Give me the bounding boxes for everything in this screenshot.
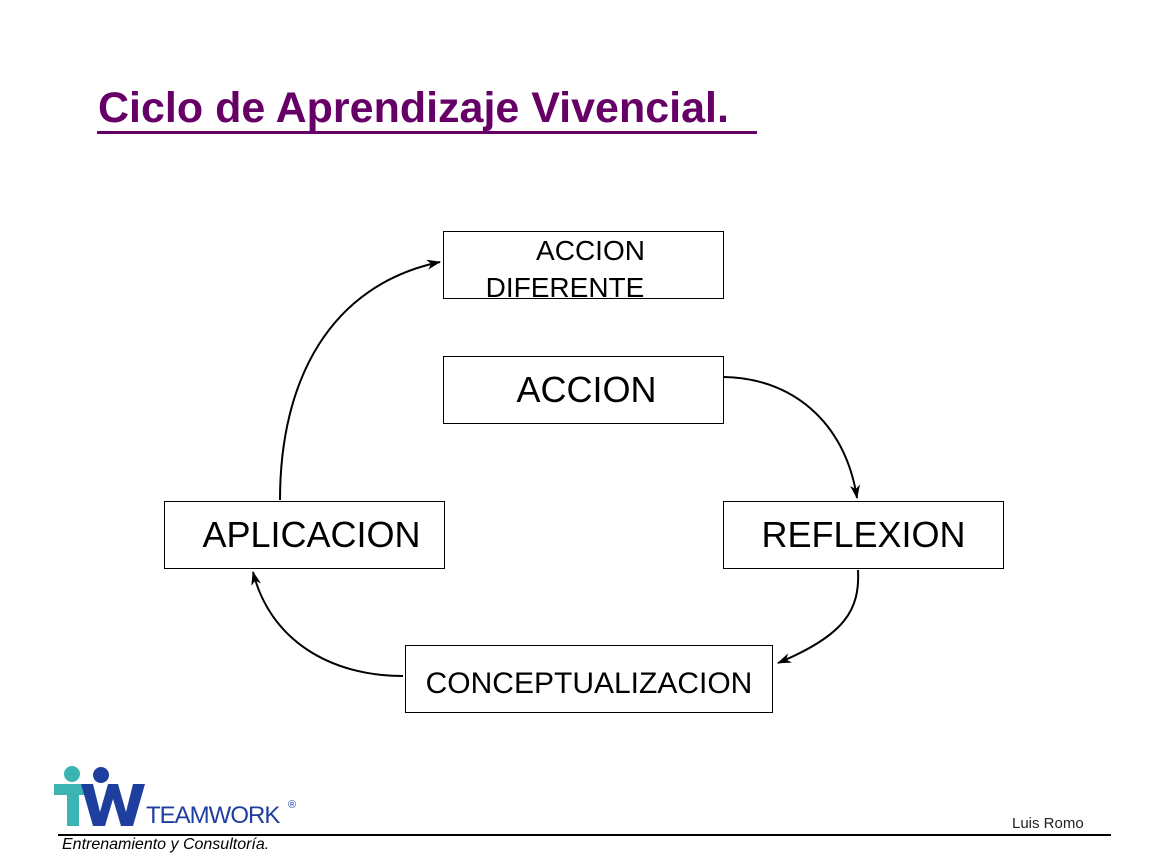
teamwork-logo-icon <box>54 766 145 826</box>
node-accion-diferente-line1: ACCION <box>536 235 645 266</box>
node-accion-diferente-line2: DIFERENTE <box>485 272 645 299</box>
node-conceptualizacion-label: CONCEPTUALIZACION <box>425 667 753 700</box>
registered-mark: ® <box>288 799 297 811</box>
page-title: Ciclo de Aprendizaje Vivencial. <box>98 84 729 132</box>
node-accion: ACCION <box>443 356 724 424</box>
brand-name: TEAMWORK <box>146 802 280 829</box>
node-accion-diferente: ACCION DIFERENTE <box>443 231 724 299</box>
title-underline <box>97 131 757 134</box>
node-reflexion: REFLEXION <box>723 501 1004 569</box>
arrow-reflexion-to-conceptualizacion <box>777 569 860 664</box>
node-aplicacion: APLICACION <box>164 501 445 569</box>
arrow-aplicacion-to-accion-diferente <box>279 259 441 501</box>
arrow-accion-to-reflexion <box>723 376 860 499</box>
arrow-conceptualizacion-to-aplicacion <box>251 571 404 677</box>
node-aplicacion-label: APLICACION <box>202 514 421 555</box>
footer-divider <box>58 834 1111 836</box>
node-reflexion-label: REFLEXION <box>761 514 966 555</box>
node-conceptualizacion: CONCEPTUALIZACION <box>405 645 773 713</box>
author-name: Luis Romo <box>1012 815 1084 832</box>
footer-tagline: Entrenamiento y Consultoría. <box>62 836 270 853</box>
node-accion-label: ACCION <box>516 369 657 410</box>
